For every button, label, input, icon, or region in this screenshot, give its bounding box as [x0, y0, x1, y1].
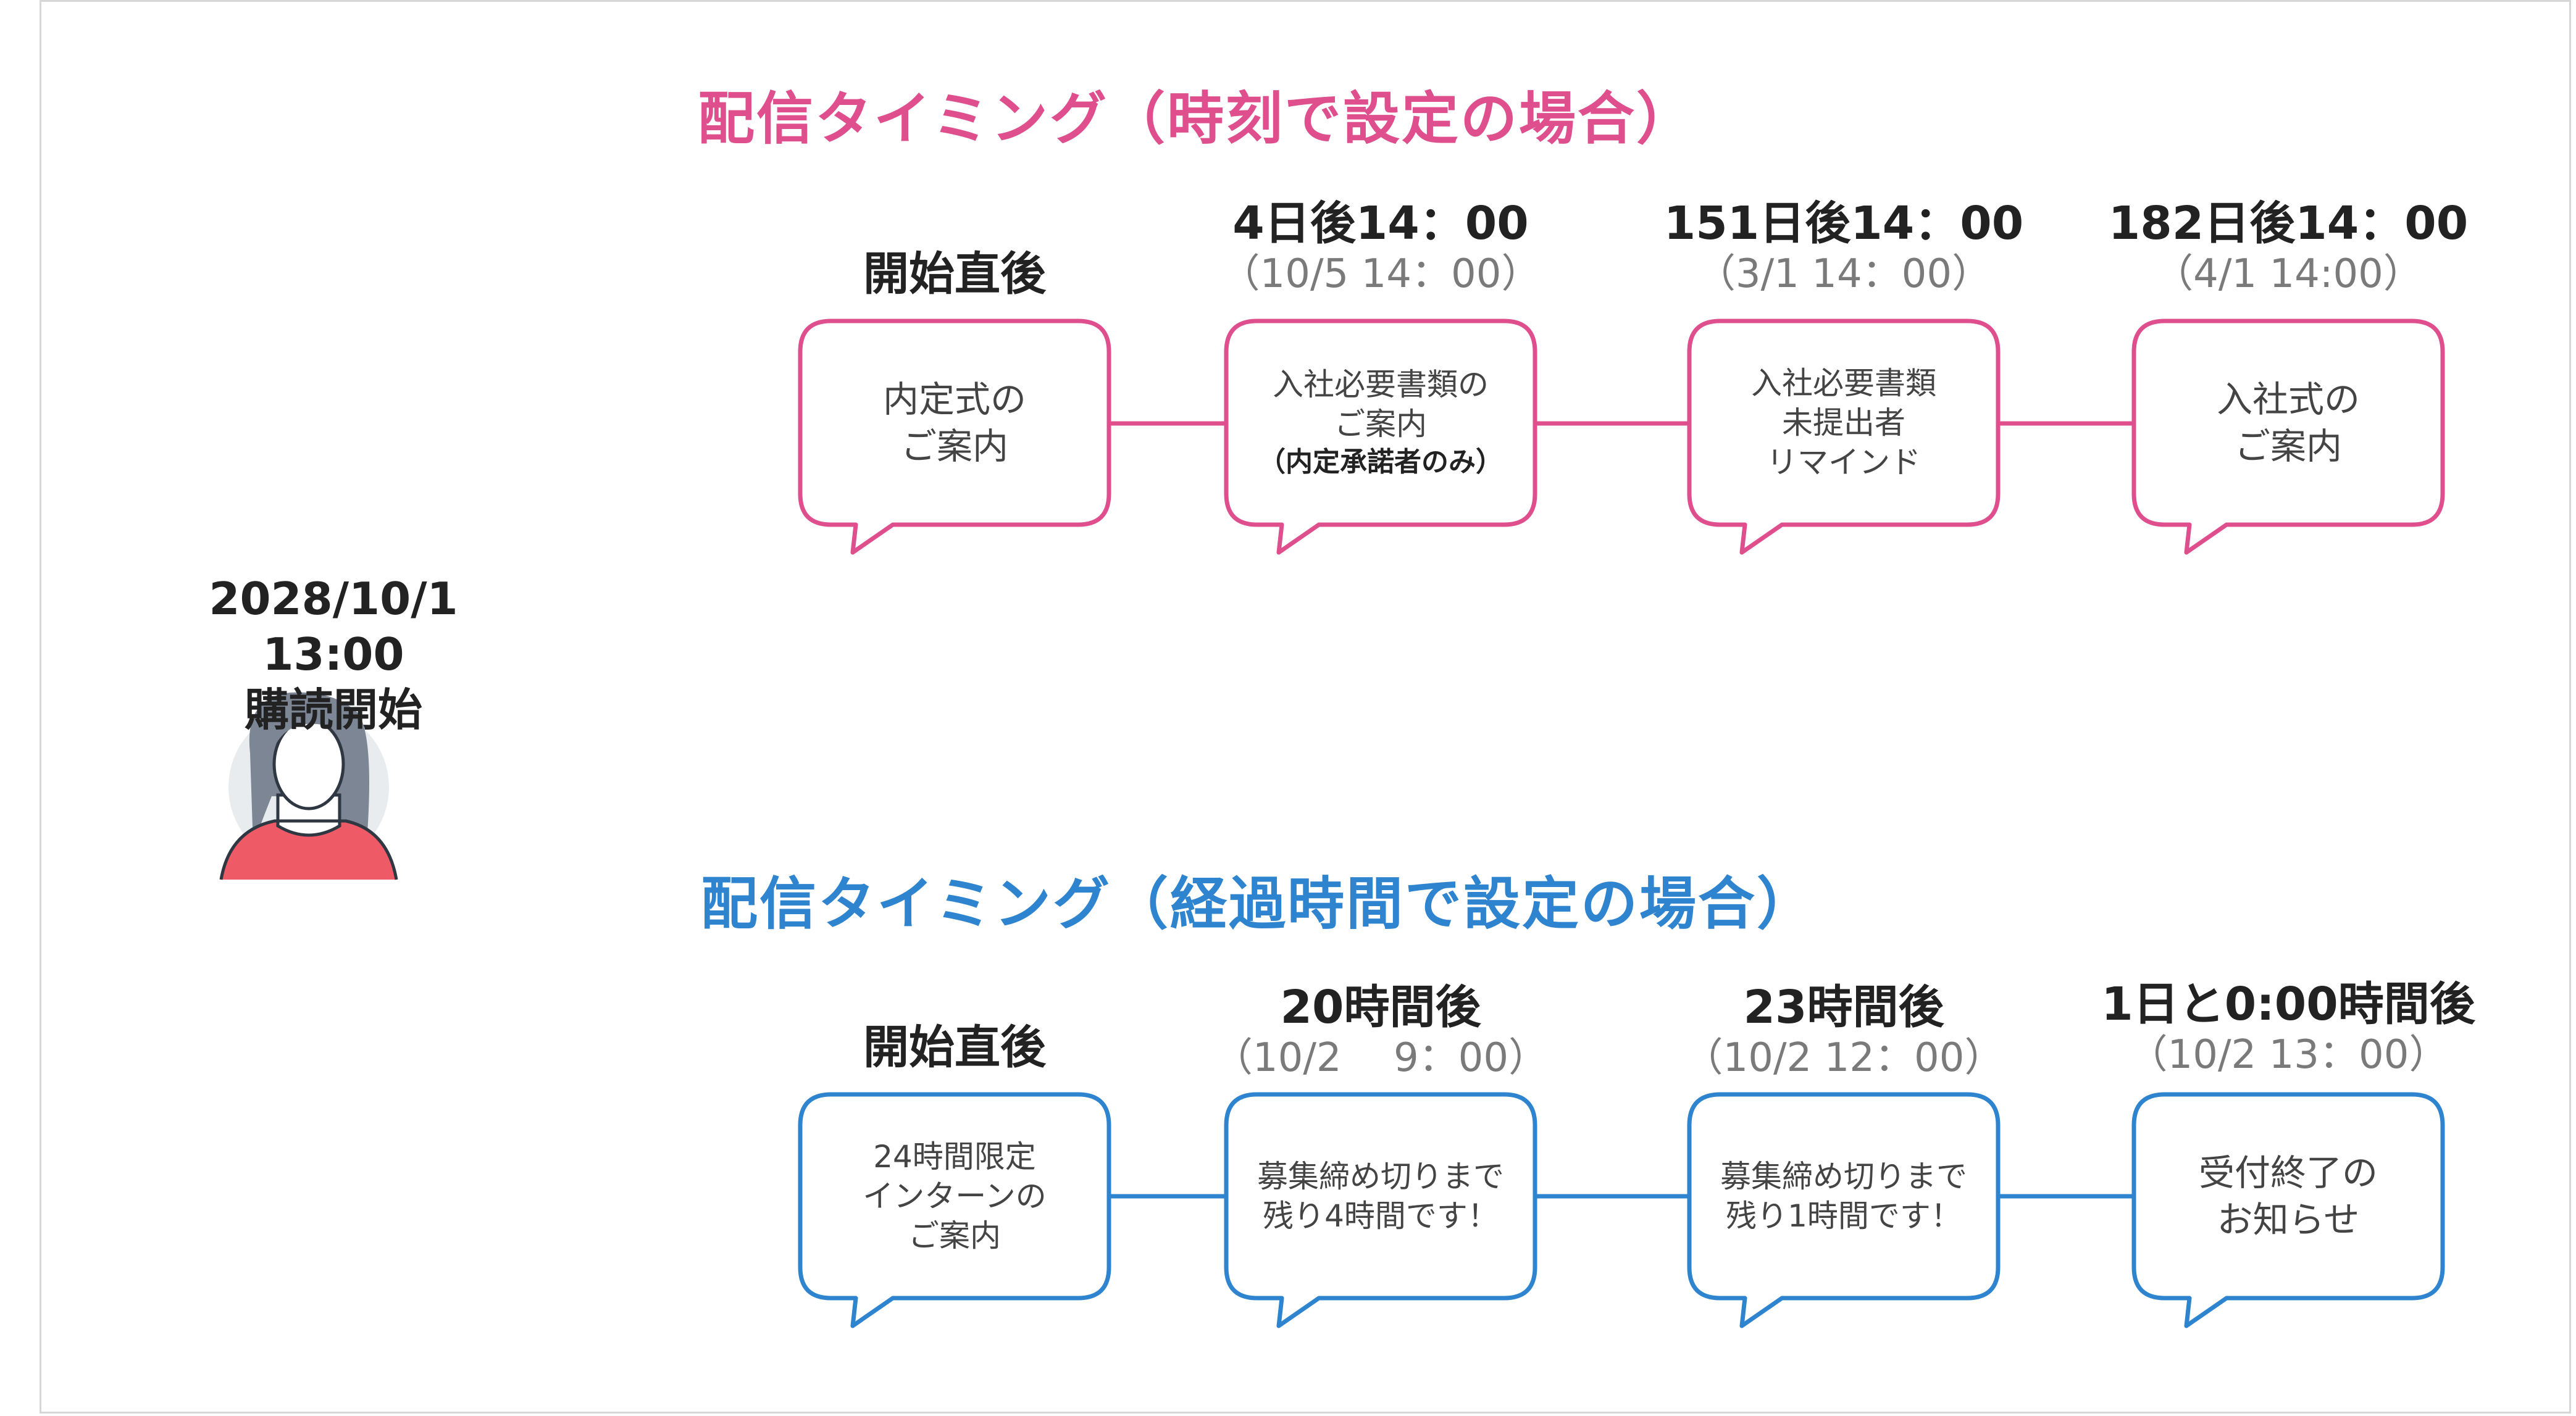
speech-bubble-pink-1	[798, 319, 1111, 555]
speech-bubble-pink-3	[1687, 319, 2001, 555]
step-date: （10/2 12：00）	[1683, 1035, 2004, 1081]
bubble-message: 内定式の ご案内	[809, 327, 1100, 519]
message-line: 募集締め切りまで	[1720, 1159, 1967, 1194]
message-line: ご案内	[900, 425, 1008, 467]
step-timing-label: 開始直後	[863, 248, 1046, 300]
bubble-message: 24時間限定 インターンの ご案内	[809, 1101, 1100, 1292]
bubble-message: 入社式の ご案内	[2143, 327, 2433, 519]
speech-bubble-blue-1	[798, 1092, 1111, 1328]
step-timing-label: 151日後14：00 （3/1 14：00）	[1664, 198, 2023, 299]
message-line: ご案内	[908, 1218, 1001, 1254]
diagram-frame	[40, 0, 2571, 1414]
step-date: （3/1 14：00）	[1696, 251, 1992, 297]
step-timing: 182日後14：00	[2108, 197, 2469, 250]
speech-bubble-pink-4	[2131, 319, 2445, 555]
section-title-elapsed-based: 配信タイミング（経過時間で設定の場合）	[701, 871, 1816, 937]
message-line: 入社式の	[2216, 378, 2360, 420]
step-timing-label: 182日後14：00 （4/1 14:00）	[2109, 198, 2468, 299]
message-line: 入社必要書類	[1751, 365, 1936, 401]
bubble-message: 募集締め切りまで 残り1時間です！	[1699, 1101, 1989, 1292]
message-line: 残り4時間です！	[1263, 1198, 1499, 1234]
message-line: 残り1時間です！	[1726, 1198, 1962, 1234]
subscription-start-datetime: 2028/10/1 13:00	[209, 573, 518, 680]
person-avatar-icon	[219, 692, 398, 880]
message-line: お知らせ	[2217, 1199, 2360, 1241]
step-timing: 開始直後	[863, 1021, 1046, 1074]
subscription-start-caption: 購読開始	[244, 684, 422, 736]
subscription-start-info: 2028/10/1 13:00 購読開始	[130, 571, 537, 738]
step-timing: 開始直後	[863, 248, 1046, 301]
step-timing-label: 1日と0:00時間後 （10/2 13：00）	[2101, 978, 2475, 1080]
message-line: 内定式の	[882, 378, 1026, 420]
message-line: 募集締め切りまで	[1257, 1159, 1504, 1194]
bubble-message: 入社必要書類の ご案内 （内定承諾者のみ）	[1236, 327, 1526, 519]
message-line: インターンの	[863, 1178, 1047, 1214]
step-timing-label: 開始直後	[863, 1022, 1046, 1073]
step-timing: 151日後14：00	[1663, 197, 2024, 250]
step-timing-label: 4日後14：00 （10/5 14：00）	[1221, 198, 1541, 299]
step-timing-label: 23時間後 （10/2 12：00）	[1684, 981, 2004, 1083]
step-timing-label: 20時間後 （10/2 9：00）	[1213, 981, 1548, 1083]
section-title-time-based: 配信タイミング（時刻で設定の場合）	[698, 86, 1696, 152]
step-timing: 1日と0:00時間後	[2101, 978, 2475, 1031]
bubble-message: 受付終了の お知らせ	[2143, 1101, 2433, 1292]
message-line: 受付終了の	[2198, 1152, 2378, 1194]
bubble-message: 入社必要書類 未提出者 リマインド	[1699, 327, 1989, 519]
step-timing: 4日後14：00	[1232, 197, 1529, 250]
bubble-message: 募集締め切りまで 残り4時間です！	[1236, 1101, 1526, 1292]
message-note: （内定承諾者のみ）	[1258, 446, 1503, 478]
message-line: ご案内	[1334, 406, 1427, 442]
message-line: ご案内	[2234, 425, 2342, 467]
step-timing: 23時間後	[1743, 981, 1944, 1034]
message-line: リマインド	[1767, 444, 1921, 480]
step-date: （10/2 9：00）	[1213, 1035, 1549, 1081]
speech-bubble-blue-3	[1687, 1092, 2001, 1328]
message-line: 未提出者	[1782, 405, 1905, 441]
step-date: （4/1 14:00）	[2154, 251, 2423, 297]
speech-bubble-blue-2	[1224, 1092, 1537, 1328]
message-line: 24時間限定	[873, 1139, 1036, 1175]
speech-bubble-pink-2	[1224, 319, 1537, 555]
step-date: （10/2 13：00）	[2128, 1032, 2449, 1078]
step-timing: 20時間後	[1280, 981, 1481, 1034]
speech-bubble-blue-4	[2131, 1092, 2445, 1328]
step-date: （10/5 14：00）	[1220, 251, 1541, 297]
message-line: 入社必要書類の	[1273, 367, 1489, 402]
